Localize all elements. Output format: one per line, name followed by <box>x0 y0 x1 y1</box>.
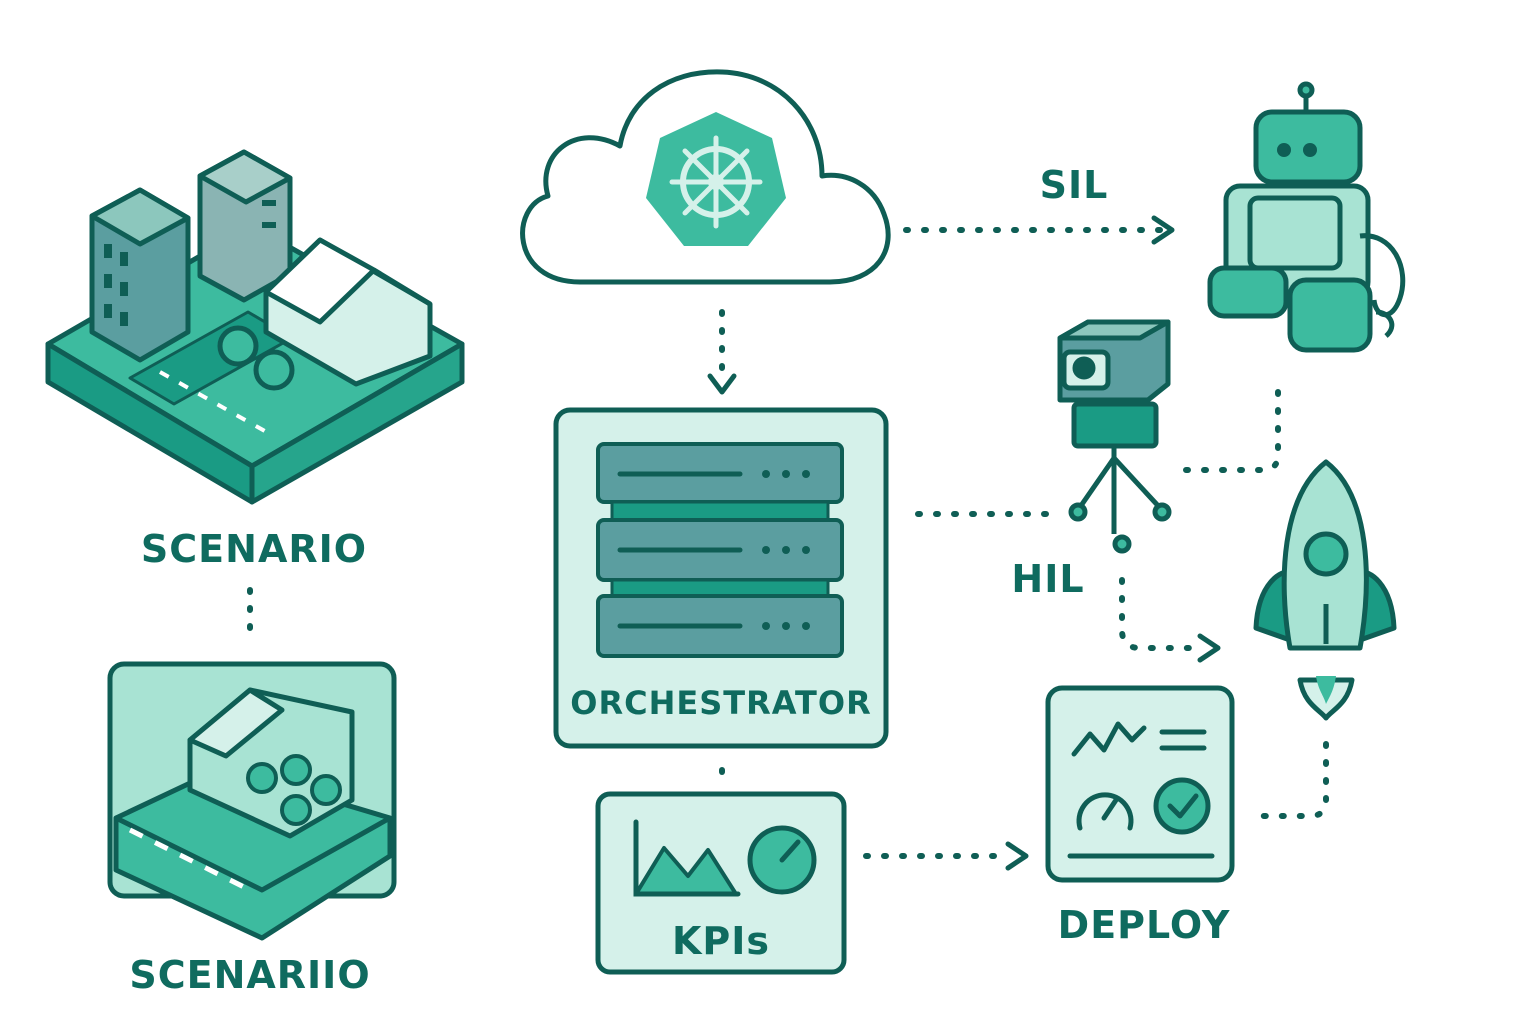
arrowhead-icon <box>707 373 737 395</box>
sil-label: SIL <box>1040 163 1109 207</box>
deploy-label: DEPLOY <box>1058 903 1231 947</box>
greenhouse-icon <box>113 687 393 941</box>
arrowhead-icon <box>1005 841 1029 871</box>
dashboard-icon <box>1067 721 1215 859</box>
rocket-icon <box>1253 459 1397 721</box>
scenario-bottom-card <box>107 661 397 941</box>
orchestrator-label: ORCHESTRATOR <box>570 684 871 722</box>
orchestrator-card: ORCHESTRATOR <box>553 407 889 749</box>
scenario-top-label: SCENARIO <box>141 527 367 571</box>
robot-to-hil-connector <box>1177 389 1281 473</box>
gauge-icon <box>747 825 817 895</box>
arrowhead-icon <box>1197 633 1221 663</box>
connectors <box>247 227 1329 859</box>
city-icon <box>45 149 465 505</box>
kpis-card: KPIs <box>595 791 847 975</box>
deploy-card <box>1045 685 1235 883</box>
kubernetes-icon <box>646 112 786 246</box>
hil-label: HIL <box>1011 557 1084 601</box>
kpis-label: KPIs <box>672 919 770 963</box>
server-icon <box>596 442 844 658</box>
hil-to-deploy-connector <box>1119 577 1203 651</box>
camera-icon <box>1057 319 1172 554</box>
rocket-to-deploy-connector <box>1259 741 1329 819</box>
arrowhead-icon <box>1151 215 1175 245</box>
robot-icon <box>1207 81 1406 353</box>
arrowheads <box>707 215 1221 871</box>
scenario-bottom-label: SCENARIIO <box>129 953 370 997</box>
chart-icon <box>633 819 741 897</box>
